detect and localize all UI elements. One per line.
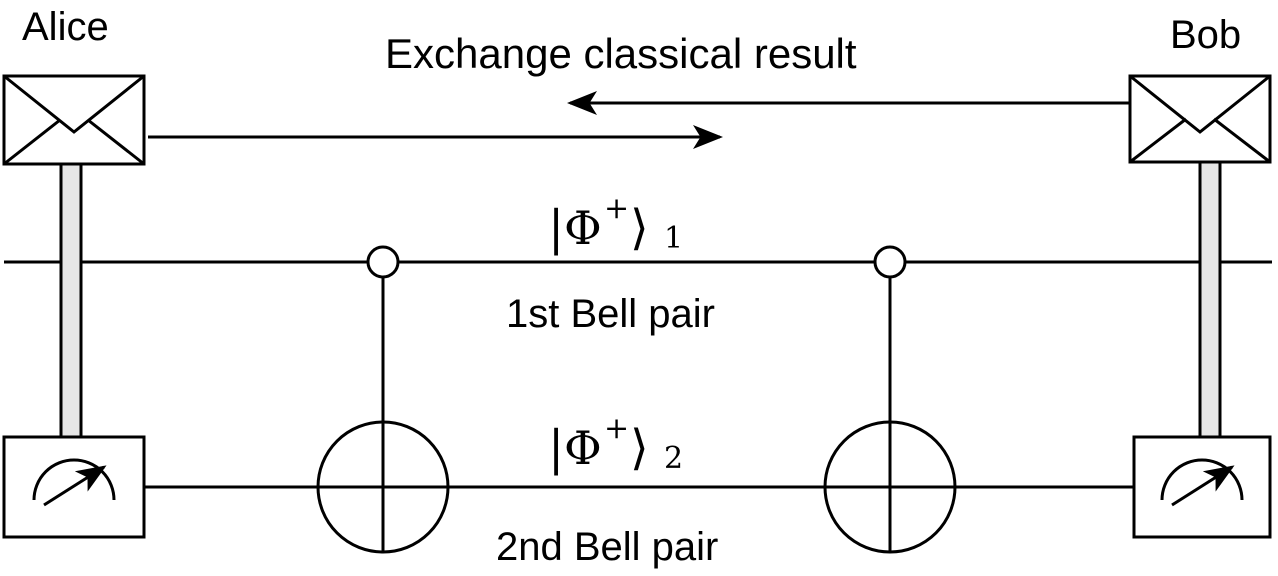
bell-state-1-label: | Φ + ⟩ 1 xyxy=(548,191,683,256)
alice-envelope-icon xyxy=(2,74,146,166)
svg-text:⟩: ⟩ xyxy=(630,200,649,256)
svg-text:|: | xyxy=(548,200,564,256)
svg-text:⟩: ⟩ xyxy=(630,420,649,476)
alice-measurement-meter-icon xyxy=(2,435,146,539)
svg-text:+: + xyxy=(604,191,629,226)
bell-pair-1-label: 1st Bell pair xyxy=(506,292,715,336)
bell-pair-2-label: 2nd Bell pair xyxy=(496,525,718,569)
svg-text:Φ: Φ xyxy=(564,201,602,255)
bell-state-2-label: | Φ + ⟩ 2 xyxy=(548,411,683,476)
bob-envelope-icon xyxy=(1128,74,1272,164)
svg-text:|: | xyxy=(548,420,564,476)
bob-classical-channel xyxy=(1198,160,1222,439)
alice-label: Alice xyxy=(22,5,109,49)
alice-classical-channel xyxy=(59,162,83,439)
svg-text:Φ: Φ xyxy=(564,421,602,475)
control-dot-right xyxy=(873,245,907,279)
svg-text:2: 2 xyxy=(664,441,683,476)
bob-label: Bob xyxy=(1170,13,1241,57)
cnot-gate-right xyxy=(823,245,957,554)
svg-text:+: + xyxy=(604,411,629,446)
control-dot-left xyxy=(366,245,400,279)
svg-text:1: 1 xyxy=(664,221,683,256)
bob-measurement-meter-icon xyxy=(1132,435,1272,539)
exchange-label: Exchange classical result xyxy=(385,30,857,77)
cnot-gate-left xyxy=(316,245,450,554)
